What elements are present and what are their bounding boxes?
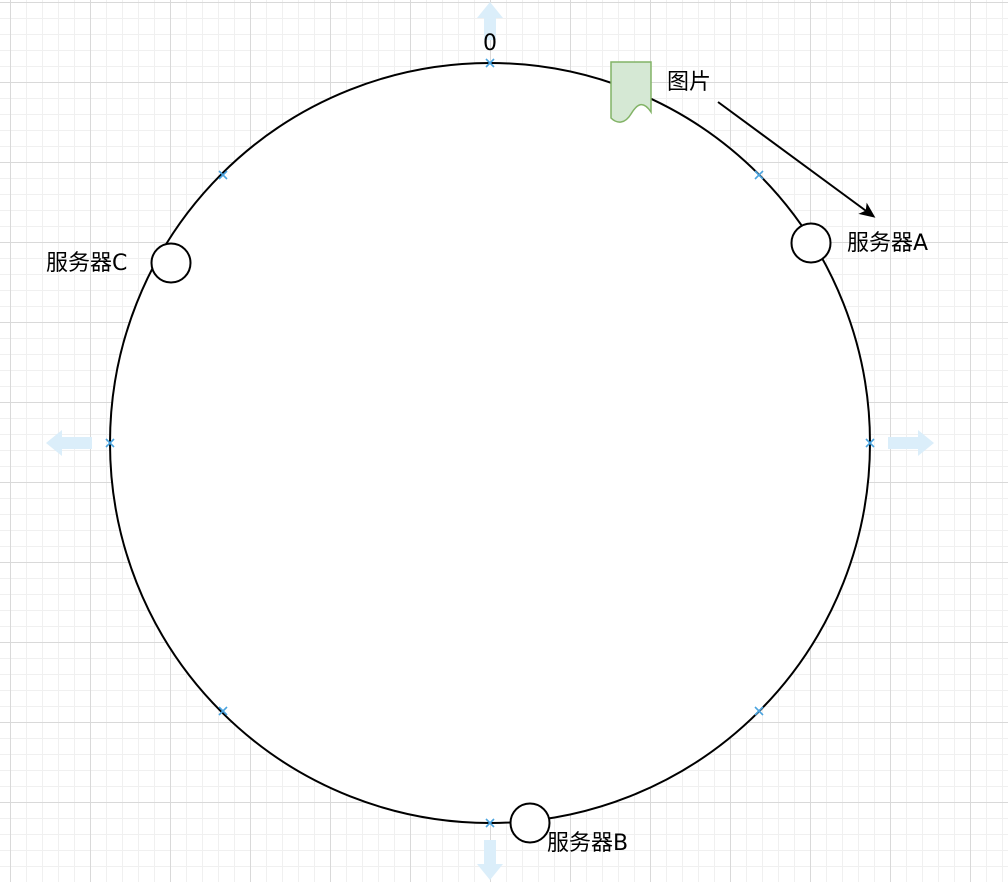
zero-label: 0: [483, 31, 497, 56]
connection-marker-icon: [754, 170, 764, 180]
server-a-label: 服务器A: [847, 231, 928, 256]
image-label: 图片: [667, 70, 711, 95]
connection-marker-icon: [105, 438, 115, 448]
server-b-label: 服务器B: [547, 831, 628, 856]
connection-marker-icon: [218, 706, 228, 716]
connection-marker-icon: [865, 438, 875, 448]
connection-marker-icon: [218, 170, 228, 180]
resize-handle-left-icon[interactable]: [46, 430, 92, 456]
server-c-label: 服务器C: [46, 251, 127, 276]
connection-marker-icon: [485, 818, 495, 828]
image-document-icon[interactable]: [610, 61, 652, 123]
resize-handles[interactable]: [46, 2, 934, 880]
resize-handle-bottom-icon[interactable]: [477, 840, 503, 880]
connection-marker-icon: [485, 58, 495, 68]
image-to-server-a-arrow[interactable]: [717, 101, 876, 218]
server-b-node[interactable]: [509, 802, 551, 844]
server-c-node[interactable]: [150, 242, 192, 284]
server-a-node[interactable]: [790, 222, 832, 264]
resize-handle-right-icon[interactable]: [888, 430, 934, 456]
resize-handle-top-icon[interactable]: [477, 2, 503, 40]
connection-marker-icon: [754, 706, 764, 716]
connection-markers: [105, 58, 875, 828]
